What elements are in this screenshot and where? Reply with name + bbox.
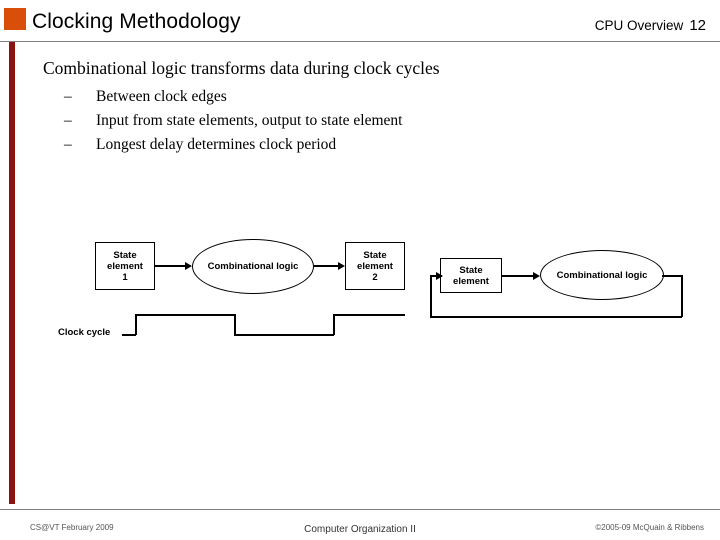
state-element-right-line1: State <box>459 264 483 276</box>
feedback-seg <box>430 316 682 318</box>
state-element-1-box: State element 1 <box>95 242 155 290</box>
dash-bullet-icon: – <box>64 136 72 153</box>
clock-wave-seg <box>122 334 136 336</box>
combinational-logic-label-right: Combinational logic <box>556 269 648 281</box>
state-element-2-line1: State <box>363 249 387 261</box>
state-element-1-line3: 1 <box>122 271 128 283</box>
state-element-2-line3: 2 <box>372 271 378 283</box>
accent-square-icon <box>4 8 26 30</box>
sub-bullet-list: – Between clock edges – Input from state… <box>64 85 624 157</box>
state-element-1-line1: State <box>113 249 137 261</box>
combinational-logic-ellipse: Combinational logic <box>192 239 314 294</box>
dash-bullet-icon: – <box>64 112 72 129</box>
state-element-2-line2: element <box>357 260 393 272</box>
feedback-seg <box>681 275 683 317</box>
list-item-label: Between clock edges <box>96 88 227 105</box>
arrow-head-icon <box>338 262 345 270</box>
header-section-info: CPU Overview 12 <box>595 17 706 34</box>
page-number: 12 <box>689 17 706 34</box>
combinational-logic-label: Combinational logic <box>207 261 299 272</box>
slide-header: Clocking Methodology CPU Overview 12 <box>0 0 720 41</box>
feedback-seg <box>662 275 682 277</box>
clock-wave-seg <box>234 314 236 335</box>
state-element-2-box: State element 2 <box>345 242 405 290</box>
left-accent-bar <box>9 42 15 504</box>
list-item-label: Input from state elements, output to sta… <box>96 112 403 129</box>
page-title: Clocking Methodology <box>32 10 241 33</box>
state-element-1-line2: element <box>107 260 143 272</box>
list-item-label: Longest delay determines clock period <box>96 136 337 153</box>
footer-left-text: CS@VT February 2009 <box>30 523 114 532</box>
clock-wave-seg <box>333 314 405 316</box>
clock-wave-seg <box>135 314 235 316</box>
footer-center-text: Computer Organization II <box>304 524 416 535</box>
arrow-head-icon <box>185 262 192 270</box>
arrow-head-icon <box>436 272 443 280</box>
arrow-state1-to-logic <box>155 265 187 267</box>
arrow-state-to-logic-right <box>502 275 535 277</box>
header-divider <box>0 41 720 42</box>
state-element-box-right: State element <box>440 258 502 293</box>
list-item: – Input from state elements, output to s… <box>64 109 624 133</box>
clock-wave-seg <box>135 314 137 335</box>
list-item: – Between clock edges <box>64 85 624 109</box>
main-bullet: Combinational logic transforms data duri… <box>43 58 440 78</box>
state-element-right-line2: element <box>453 275 489 287</box>
feedback-seg <box>430 275 432 317</box>
arrow-head-icon <box>533 272 540 280</box>
list-item: – Longest delay determines clock period <box>64 133 624 157</box>
arrow-logic-to-state2 <box>314 265 340 267</box>
clock-wave-seg <box>234 334 334 336</box>
section-label: CPU Overview <box>594 18 684 33</box>
clock-cycle-label: Clock cycle <box>58 327 111 338</box>
clock-wave-seg <box>333 314 335 335</box>
footer-right-text: ©2005-09 McQuain & Ribbens <box>595 523 704 532</box>
combinational-logic-ellipse-right: Combinational logic <box>540 250 664 300</box>
clocking-diagram: State element 1 Combinational logic Stat… <box>40 228 683 358</box>
dash-bullet-icon: – <box>64 88 72 105</box>
footer-divider <box>0 509 720 510</box>
